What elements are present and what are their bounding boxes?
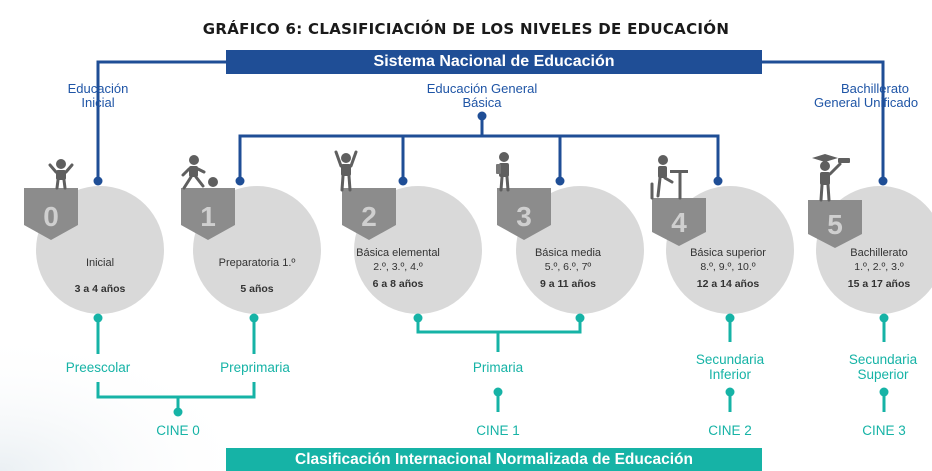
stage-name: Básica elemental <box>356 247 440 259</box>
stage-ages: 9 a 11 años <box>539 278 597 290</box>
cine-banner: Clasificación Internacional Normalizada … <box>226 448 762 471</box>
graduate-diploma-icon <box>812 154 850 202</box>
stage-text-1: Preparatoria 1.º 5 años <box>197 256 317 296</box>
cine-label-1: CINE 1 <box>476 423 520 438</box>
stage-ages: 3 a 4 años <box>74 283 126 295</box>
stage-grades: 5.º, 6.º, 7º <box>544 261 592 273</box>
student-desk-icon <box>650 155 688 200</box>
stage-shield-5: 5 <box>808 200 862 248</box>
stage-name: Preparatoria 1.º <box>218 257 296 269</box>
stage-text-5: Bachillerato 1.º, 2.º, 3.º 15 a 17 años <box>826 246 932 291</box>
stage-shield-1: 1 <box>181 188 235 240</box>
student-backpack-icon <box>496 152 510 192</box>
stage-shields: 0 1 2 3 4 5 <box>24 188 862 248</box>
stage-shield-2: 2 <box>342 188 396 240</box>
stage-shield-3: 3 <box>497 188 551 240</box>
stage-name: Bachillerato <box>850 247 908 259</box>
stage-ages: 5 años <box>240 283 274 295</box>
stage-ages: 15 a 17 años <box>847 278 911 290</box>
child-standing-icon <box>48 159 74 190</box>
blue-connector-dots <box>93 111 888 186</box>
group-label-bgu: Bachillerato General Unificado <box>814 82 919 110</box>
stage-circles <box>36 186 932 314</box>
svg-text:3: 3 <box>516 201 532 232</box>
stage-ages: 12 a 14 años <box>696 278 760 290</box>
stage-grades: 2.º, 3.º, 4.º <box>373 261 423 273</box>
stage-text-3: Básica media 5.º, 6.º, 7º 9 a 11 años <box>510 246 626 291</box>
stage-text-0: Inicial 3 a 4 años <box>40 256 160 296</box>
cine-label-0: CINE 0 <box>156 423 200 438</box>
level-label-secundaria-inferior: Secundaria Inferior <box>695 352 765 382</box>
stage-shield-0: 0 <box>24 188 78 240</box>
stage-text-2: Básica elemental 2.º, 3.º, 4.º 6 a 8 año… <box>340 246 456 291</box>
stage-grades: 1.º, 2.º, 3.º <box>854 261 904 273</box>
stage-ages: 6 a 8 años <box>372 278 424 290</box>
connector-bgu-group <box>762 60 885 119</box>
stage-name: Básica superior <box>690 247 766 259</box>
cine-label-2: CINE 2 <box>708 423 752 438</box>
child-arms-up-icon <box>334 150 358 192</box>
group-label-egb: Educación General Básica <box>426 81 538 110</box>
svg-text:0: 0 <box>43 201 59 232</box>
child-ball-icon <box>181 155 218 190</box>
teal-connector-dots <box>93 313 889 417</box>
connector-inicial-group <box>96 60 226 119</box>
level-label-secundaria-superior: Secundaria Superior <box>848 352 918 382</box>
national-system-banner: Sistema Nacional de Educación <box>226 50 762 74</box>
background-shade <box>0 330 260 471</box>
connector-egb-bracket <box>238 134 720 181</box>
level-label-preprimaria: Preprimaria <box>220 360 290 375</box>
stage-text-4: Básica superior 8.º, 9.º, 10.º 12 a 14 a… <box>670 246 786 291</box>
svg-text:5: 5 <box>827 209 843 240</box>
svg-text:1: 1 <box>200 201 216 232</box>
svg-text:2: 2 <box>361 201 377 232</box>
stage-name: Inicial <box>85 257 115 269</box>
national-system-connectors <box>96 60 885 181</box>
svg-text:4: 4 <box>671 207 687 238</box>
group-label-inicial: Educación Inicial <box>67 81 129 110</box>
stage-name: Básica media <box>534 247 602 259</box>
figure-title: GRÁFICO 6: CLASIFICIACIÓN DE LOS NIVELES… <box>202 20 730 38</box>
level-label-primaria: Primaria <box>472 360 524 375</box>
cine-label-3: CINE 3 <box>862 423 906 438</box>
level-label-preescolar: Preescolar <box>65 360 131 375</box>
stage-grades: 8.º, 9.º, 10.º <box>700 261 756 273</box>
stage-shield-4: 4 <box>652 198 706 246</box>
